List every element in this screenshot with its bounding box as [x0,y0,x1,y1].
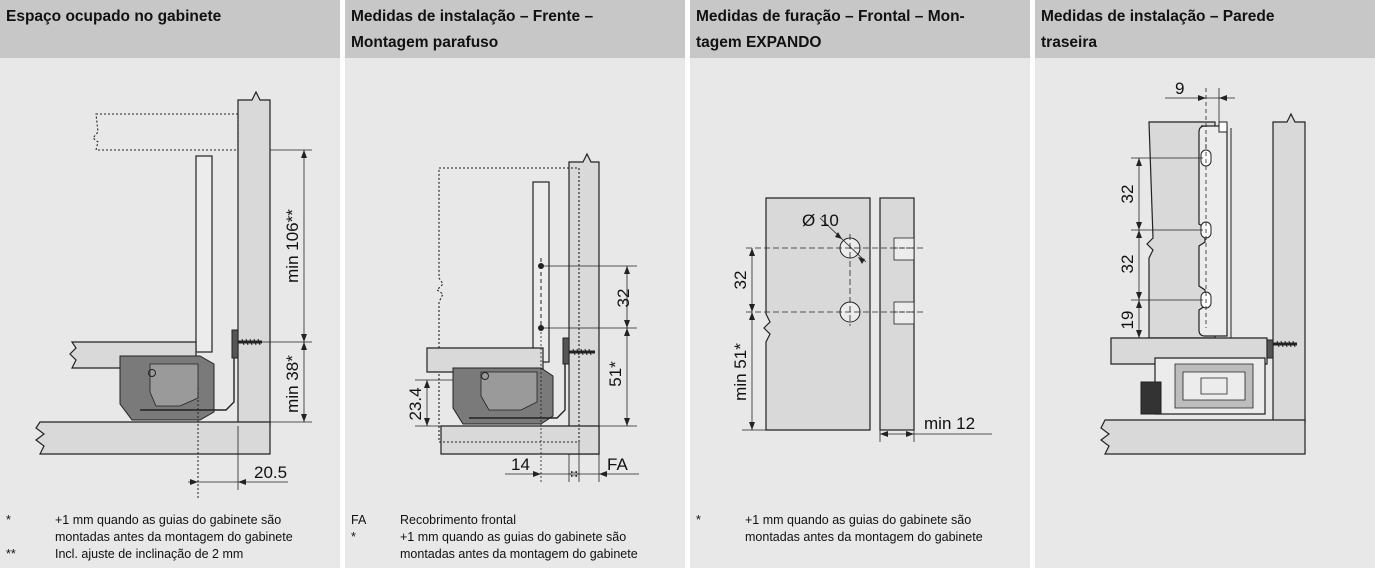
drill-hole-section-lower [893,301,915,325]
bracket-hook [1218,121,1228,133]
drill-hole-section-upper [893,237,915,261]
cabinet-side-wall [237,90,271,427]
note-text: +1 mm quando as guias do gabinete são mo… [55,512,336,546]
title-line-1: Medidas de furação – Frontal – Mon- [696,8,965,25]
title-line-1: Medidas de instalação – Parede [1041,8,1275,25]
drawing-svg: min 106** min 38* 20.5 [35,90,312,498]
dim-label-14: 14 [511,455,530,474]
runner-screw-hole [148,369,156,377]
notes-area: * +1 mm quando as guias do gabinete são … [690,510,1030,568]
runner-screw-hole [481,372,489,380]
runner-detail [149,363,199,407]
front-overlay-outline [436,167,580,443]
cabinet-side-wall [1272,112,1306,423]
screw-thread [1276,340,1296,348]
drawing-svg: 32 51* 23.4 14 FA [406,152,639,482]
dim-label-min-38: min 38* [283,355,302,413]
note-line: +1 mm quando as guias do gabinete são [400,530,627,544]
technical-drawing: min 106** min 38* 20.5 [0,58,340,510]
cabinet-bottom [440,425,600,455]
note-text: Incl. ajuste de inclinação de 2 mm [55,547,244,561]
panel-header: Medidas de furação – Frontal – Mon- tage… [690,0,1030,58]
runner-end-cap [1140,381,1162,415]
title-line-2: tagem EXPANDO [696,34,822,51]
cabinet-bottom [35,421,271,455]
dim-arrows [1136,158,1142,338]
dim-arrows [533,471,607,477]
runner-detail [1200,377,1228,395]
note-symbol: * [351,530,356,544]
title-line-1: Medidas de instalação – Frente – [351,8,594,25]
panel-title: Medidas de furação – Frontal – Mon- tage… [696,4,1024,56]
notes-area: * +1 mm quando as guias do gabinete são … [0,510,340,568]
bracket [562,337,570,365]
dim-label-min-51: min 51* [731,343,750,401]
bracket [231,329,239,359]
runner-detail [480,371,538,411]
dim-label-19: 19 [1118,311,1137,330]
leader-line [819,217,867,263]
technical-drawing: Ø 10 32 min 51* min 12 [690,58,1030,510]
note-line: +1 mm quando as guias do gabinete são [55,513,282,527]
panel-front-screw-mount: Medidas de instalação – Frente – Montage… [345,0,685,568]
dim-arrows [1198,95,1227,101]
note-symbol: ** [6,547,16,561]
drawing-svg: Ø 10 32 min 51* min 12 [731,197,992,442]
drawing-svg: 32 32 19 9 [1100,79,1306,455]
note-line: montadas antes da montagem do gabinete [55,530,293,544]
note-symbol: FA [351,513,367,527]
note-line: montadas antes da montagem do gabinete [745,530,983,544]
drawer-front [568,152,600,455]
note-text: Recobrimento frontal [400,513,517,527]
dim-label-diameter: Ø 10 [802,211,839,230]
dim-label-20-5: 20.5 [254,463,287,482]
notes-area: FA Recobrimento frontal * +1 mm quando a… [345,510,685,568]
note-line: +1 mm quando as guias do gabinete são [745,513,972,527]
cabinet-bottom [1100,419,1306,455]
panel-title: Medidas de instalação – Parede traseira [1041,4,1369,56]
panel-header: Medidas de instalação – Parede traseira [1035,0,1375,58]
panel-header: Medidas de instalação – Frente – Montage… [345,0,685,58]
panel-header: Espaço ocupado no gabinete [0,0,340,58]
dim-label-min-12: min 12 [924,414,975,433]
dim-label-32: 32 [731,271,750,290]
panel-cabinet-space: Espaço ocupado no gabinete [0,0,340,568]
panel-title: Espaço ocupado no gabinete [6,4,334,30]
runner-profile [1174,363,1254,409]
dim-label-32-lower: 32 [1118,255,1137,274]
technical-drawing: 32 32 19 9 [1035,58,1375,510]
drawer-side [195,155,213,353]
dim-arrows [835,232,865,264]
dim-label-min-106: min 106** [283,209,302,283]
notes-area [1035,510,1375,568]
panel-title: Medidas de instalação – Frente – Montage… [351,4,679,56]
top-clearance-outline [92,113,239,151]
title-line-2: Montagem parafuso [351,34,499,51]
title-line-2: traseira [1041,34,1098,51]
rear-bracket [1198,125,1228,337]
note-text: +1 mm quando as guias do gabinete são mo… [400,529,681,563]
dim-arrows [880,431,914,437]
dim-label-fa: FA [607,455,628,474]
note-symbol: * [696,513,701,527]
bracket [1266,339,1274,359]
panel-drilling-expando: Medidas de furação – Frontal – Mon- tage… [690,0,1030,568]
note-symbol: * [6,513,11,527]
panel-rear-wall: Medidas de instalação – Parede traseira [1035,0,1375,568]
screw-thread [572,348,592,356]
title-line-1: Espaço ocupado no gabinete [6,8,222,25]
note-text: +1 mm quando as guias do gabinete são mo… [745,512,1026,546]
dim-label-32-upper: 32 [1118,185,1137,204]
note-line: montadas antes da montagem do gabinete [400,547,638,561]
dim-label-32: 32 [614,289,633,308]
dim-label-51: 51* [606,361,625,387]
technical-drawing: 32 51* 23.4 14 FA [345,58,685,510]
dim-label-23-4: 23.4 [406,387,425,420]
dim-label-9: 9 [1175,79,1184,98]
